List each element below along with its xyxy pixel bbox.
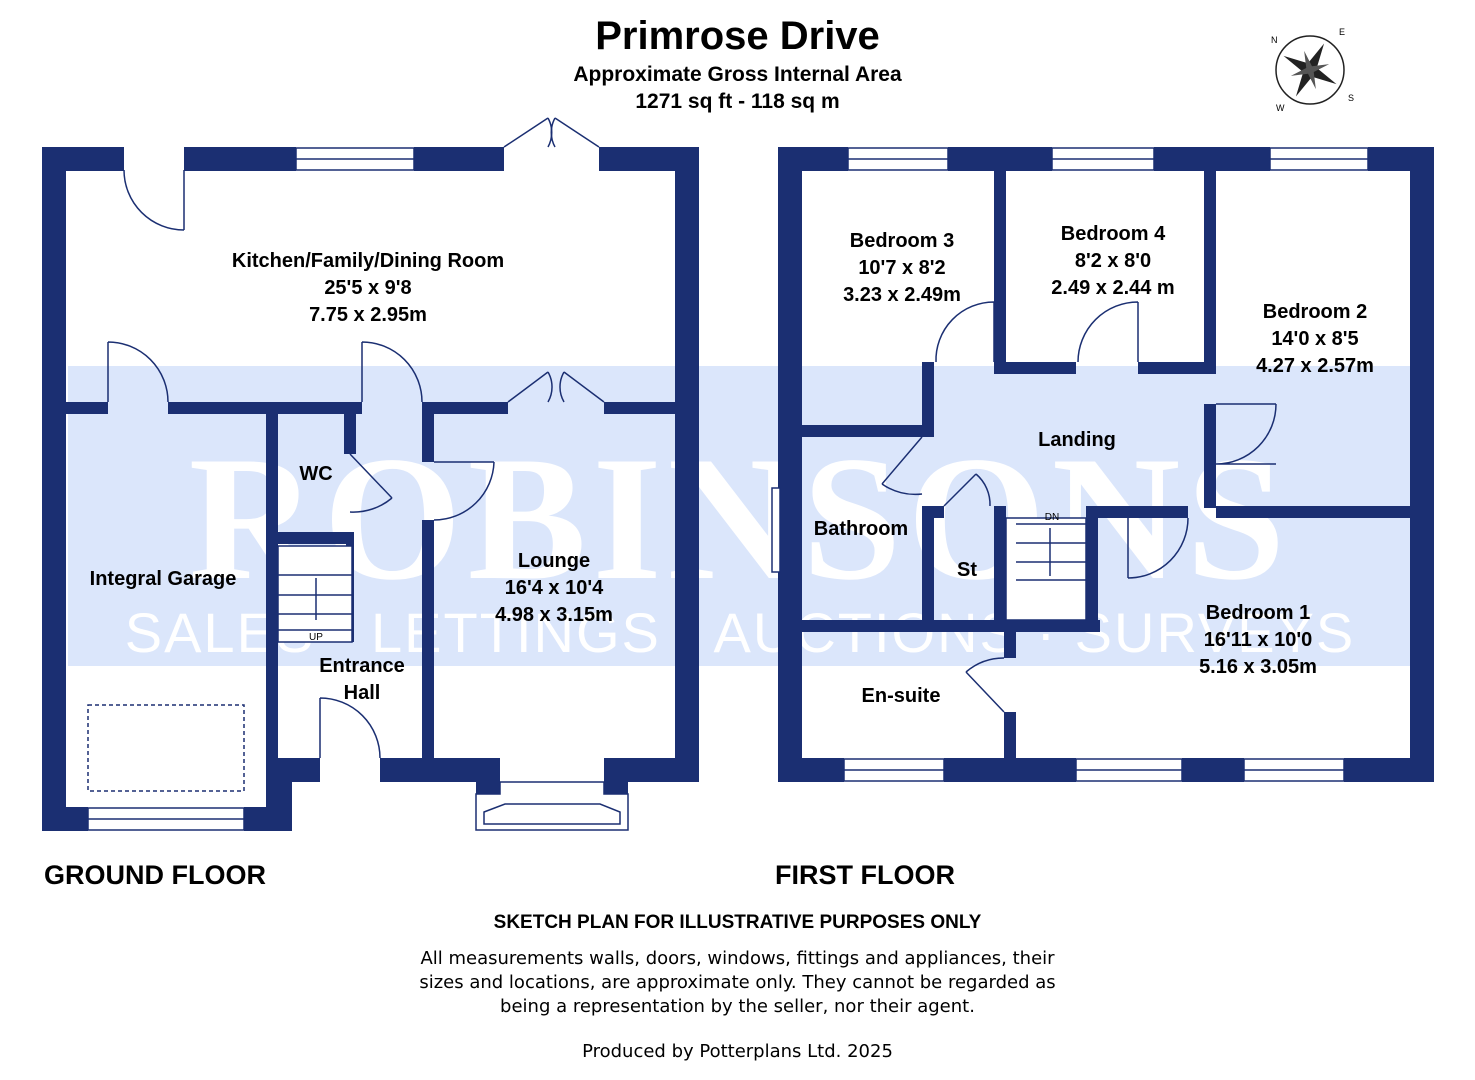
svg-text:N: N [1271,35,1278,45]
room-bed3: Bedroom 3 10'7 x 8'2 3.23 x 2.49m [806,228,998,309]
disclaimer-line-3: being a representation by the seller, no… [500,996,975,1017]
room-kitchen: Kitchen/Family/Dining Room 25'5 x 9'8 7.… [168,248,568,329]
room-hall: Entrance Hall [300,653,424,707]
room-bed2-name: Bedroom 2 [1262,301,1368,323]
first-floor-walls [778,147,1434,782]
room-hall-line1: Entrance [319,655,405,677]
room-bathroom: Bathroom [813,518,909,540]
room-bed4-metric: 2.49 x 2.44 m [1051,277,1175,299]
room-lounge-imperial: 16'4 x 10'4 [504,577,604,599]
compass-icon: N E S W [1271,27,1354,113]
area-heading: Approximate Gross Internal Area [573,63,902,86]
room-bed2-metric: 4.27 x 2.57m [1256,355,1374,377]
room-bed1-metric: 5.16 x 3.05m [1199,656,1317,678]
room-kitchen-metric: 7.75 x 2.95m [309,304,427,326]
area-value: 1271 sq ft - 118 sq m [635,90,840,113]
room-bed3-name: Bedroom 3 [849,230,955,252]
page-title: Primrose Drive [595,14,880,58]
room-wc: WC [299,463,333,485]
room-lounge: Lounge 16'4 x 10'4 4.98 x 3.15m [454,548,654,629]
room-bed2-imperial: 14'0 x 8'5 [1271,328,1359,350]
first-floor-fittings [771,147,1369,782]
room-ensuite: En-suite [861,685,941,707]
svg-text:S: S [1348,93,1354,103]
room-bed2: Bedroom 2 14'0 x 8'5 4.27 x 2.57m [1218,299,1412,380]
room-bed1: Bedroom 1 16'11 x 10'0 5.16 x 3.05m [1140,600,1376,681]
room-bed4-name: Bedroom 4 [1060,223,1166,245]
ground-floor-walls [42,147,699,831]
room-lounge-metric: 4.98 x 3.15m [495,604,613,626]
room-bed4: Bedroom 4 8'2 x 8'0 2.49 x 2.44 m [1008,221,1218,302]
first-floor-label: FIRST FLOOR [775,860,955,890]
credit-line: Produced by Potterplans Ltd. 2025 [582,1041,893,1062]
room-landing: Landing [1038,429,1116,451]
svg-text:E: E [1339,27,1345,37]
room-garage: Integral Garage [89,568,237,590]
room-bed4-imperial: 8'2 x 8'0 [1074,250,1152,272]
ground-stairs-label: UP [309,632,323,643]
room-store: St [957,559,977,581]
first-stairs-label: DN [1045,512,1059,523]
room-kitchen-imperial: 25'5 x 9'8 [324,277,412,299]
ground-floor-label: GROUND FLOOR [44,860,266,890]
disclaimer-heading: SKETCH PLAN FOR ILLUSTRATIVE PURPOSES ON… [493,912,982,933]
room-lounge-name: Lounge [517,550,591,572]
room-bed1-name: Bedroom 1 [1205,602,1311,624]
room-bed3-imperial: 10'7 x 8'2 [858,257,946,279]
ground-floor-fittings [87,117,629,831]
room-hall-line2: Hall [343,682,381,704]
room-bed3-metric: 3.23 x 2.49m [843,284,961,306]
svg-text:W: W [1276,103,1285,113]
room-kitchen-name: Kitchen/Family/Dining Room [231,250,505,272]
disclaimer-line-2: sizes and locations, are approximate onl… [419,972,1056,993]
room-bed1-imperial: 16'11 x 10'0 [1203,629,1313,651]
disclaimer-line-1: All measurements walls, doors, windows, … [420,948,1055,969]
